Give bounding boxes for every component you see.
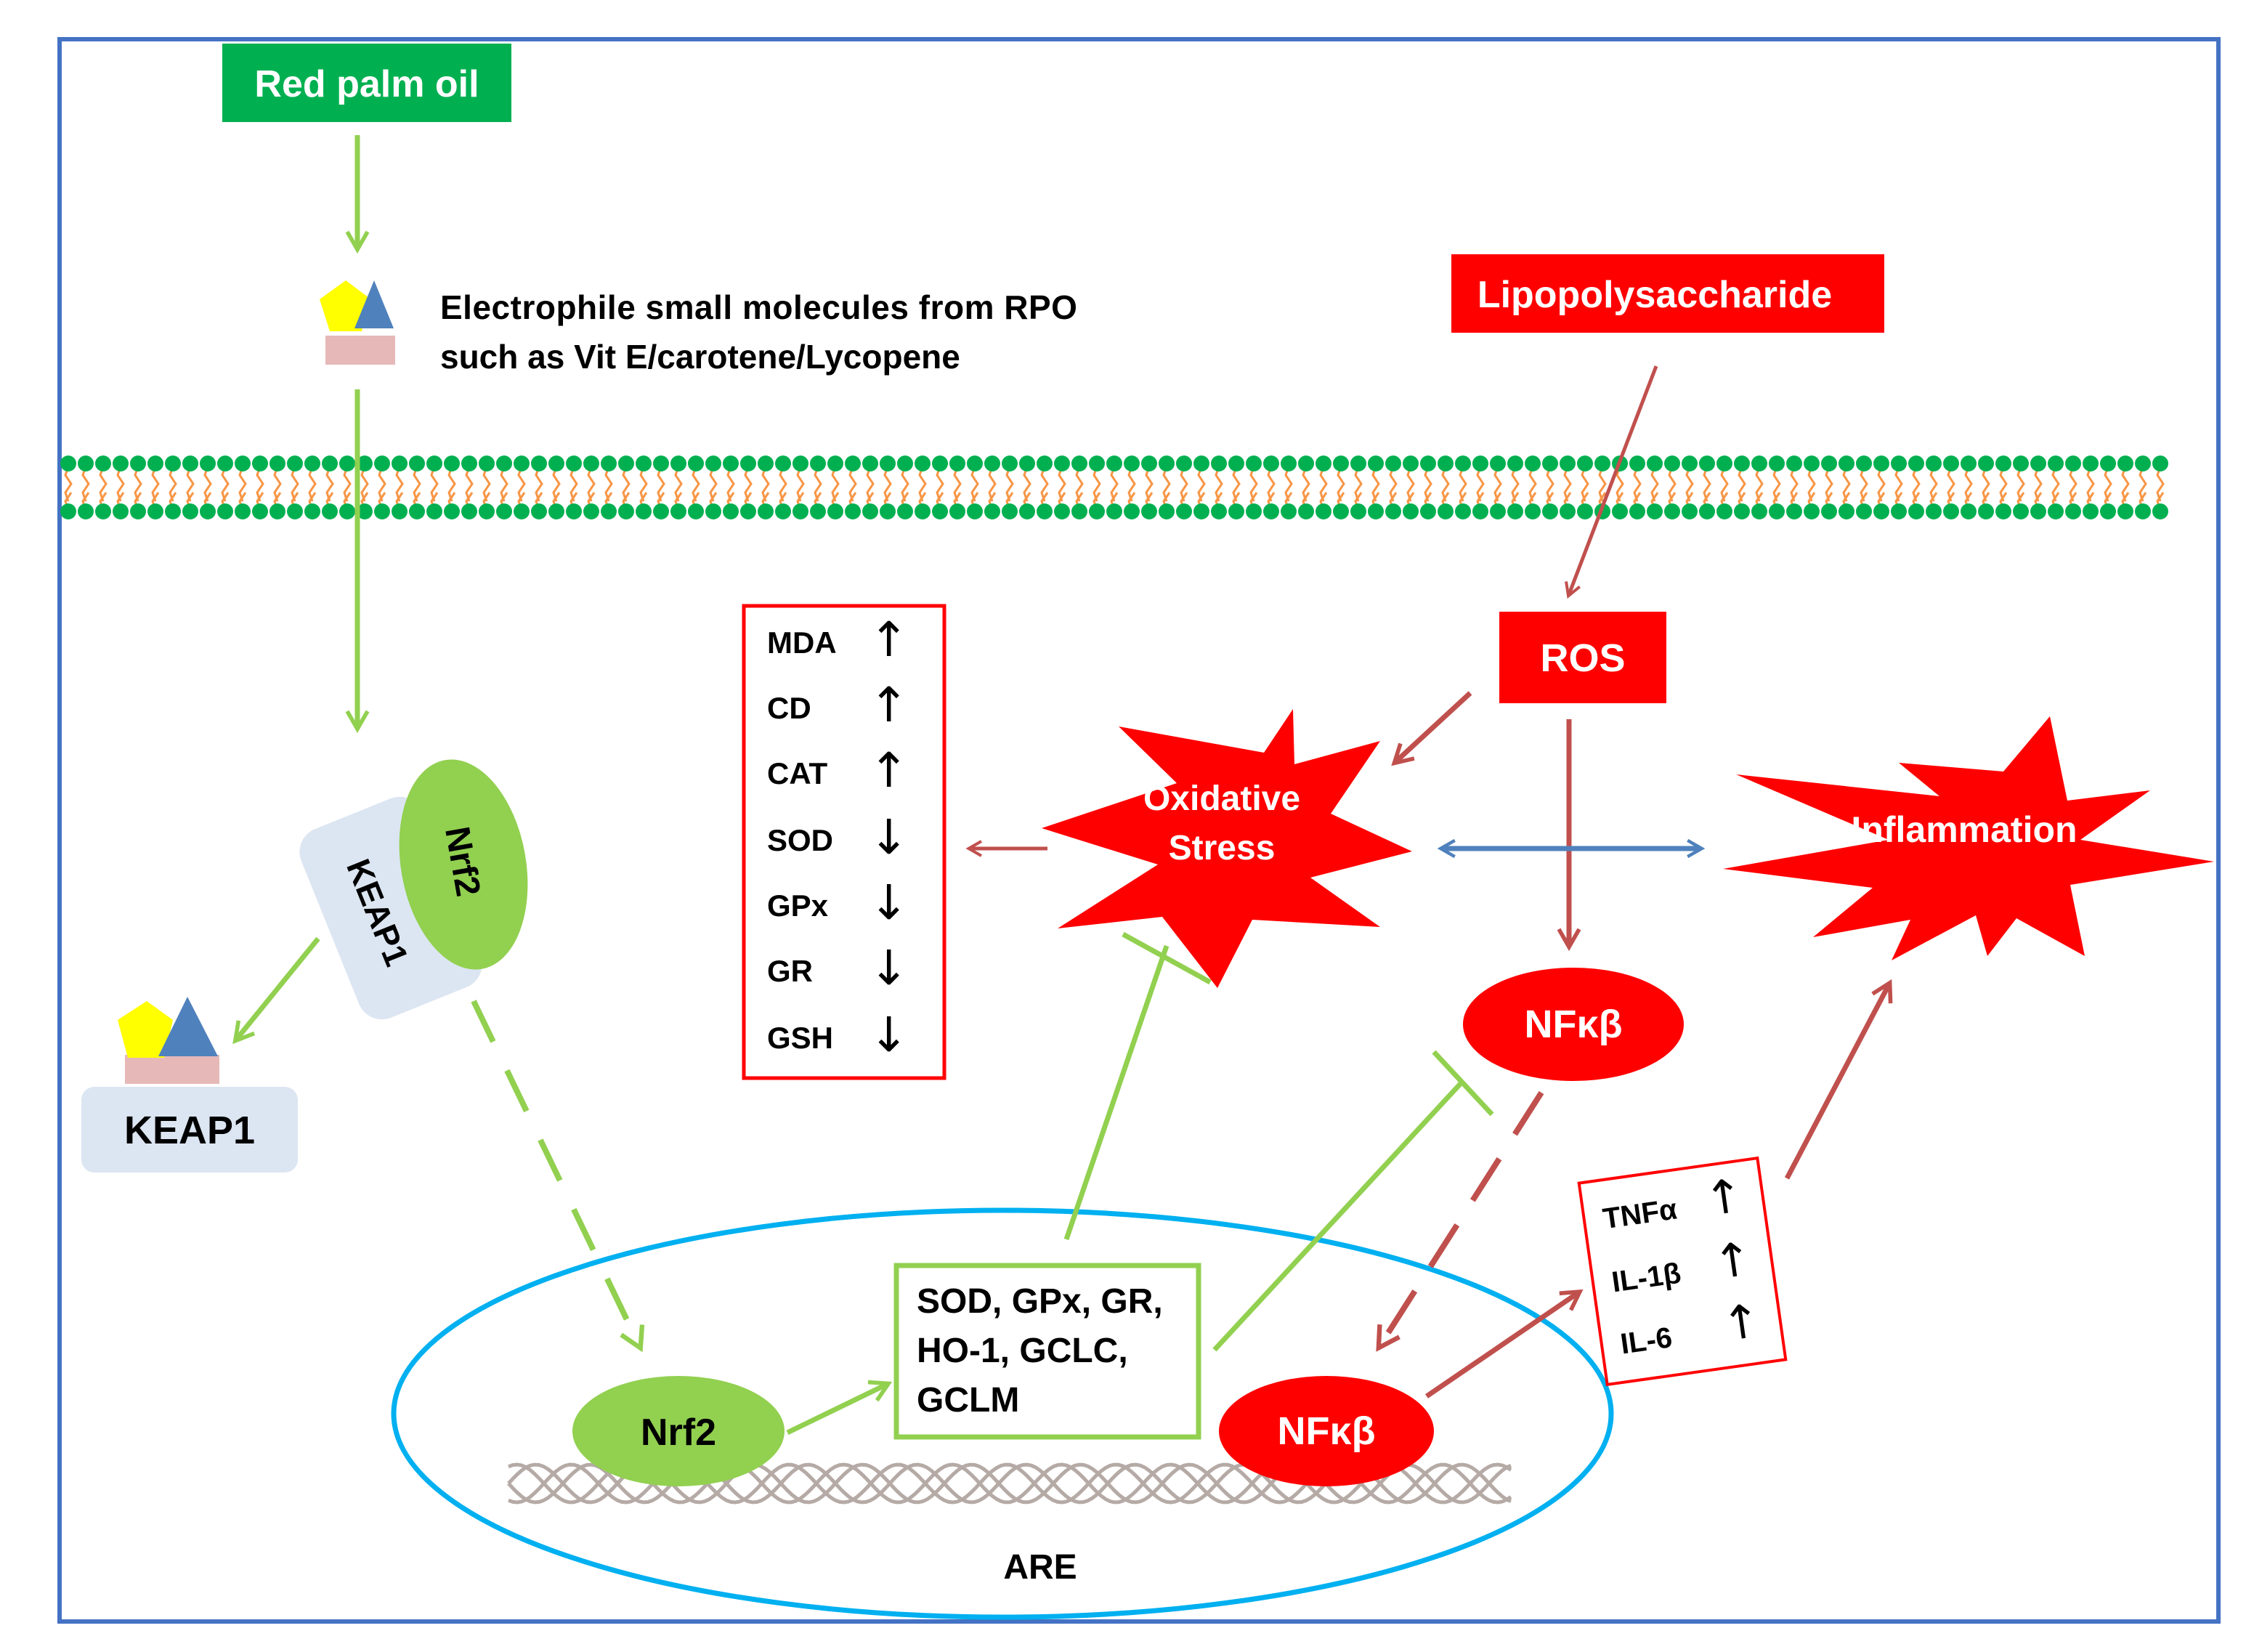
ros-box (1499, 612, 1666, 703)
inhibit-bar-nfkb (1432, 1050, 1494, 1117)
arrow-ros-to-oxidative (1391, 691, 1472, 766)
inflammation-label: Inflammation (1851, 809, 2077, 850)
nfkb-cytoplasm-shape (1463, 968, 1684, 1081)
arrow-cytokines-to-inflammation (1784, 979, 1893, 1180)
arrow-lps-to-ros (1565, 365, 1658, 599)
oxidative-stress-burst (1042, 709, 1412, 988)
ros-label: ROS (1540, 636, 1626, 680)
target-gene-line2: HO-1, GCLC, (917, 1332, 1128, 1370)
nrf2-nucleus-shape (572, 1376, 785, 1486)
cytokine-box (1577, 1156, 1788, 1387)
marker-name: SOD (767, 823, 834, 857)
marker-name: GPx (767, 888, 829, 923)
marker-box (742, 604, 946, 1080)
oxidative-stress-label-line1: Oxidative (1143, 780, 1301, 818)
cell-membrane (60, 455, 2168, 519)
marker-name: GR (767, 954, 813, 988)
arrow-nrf2-to-genes (786, 1380, 893, 1436)
nrf2-nucleus-label: Nrf2 (640, 1412, 717, 1454)
cytokine-name: IL-1β (1610, 1257, 1683, 1299)
arrow-down-icon: ↓ (869, 875, 909, 931)
arrow-up-icon: ↑ (1718, 1293, 1765, 1353)
cytokine-name: IL-6 (1618, 1321, 1674, 1361)
oxidative-stress-label-line2: Stress (1168, 829, 1276, 867)
lipopolysaccharide-label: Lipopolysaccharide (1477, 274, 1833, 316)
red-palm-oil-label: Red palm oil (254, 63, 479, 105)
keap1-nrf2-complex (299, 759, 528, 1020)
arrow-complex-to-keap1 (232, 936, 320, 1045)
arrow-down-icon: ↓ (869, 809, 909, 865)
arrow-down-icon: ↓ (869, 1007, 909, 1063)
cytokine-list: TNFα ↑ IL-1β ↑ IL-6 ↑ (1579, 1158, 1786, 1385)
arrow-nfkb-to-cytokines (1425, 1289, 1584, 1398)
outer-frame (57, 37, 2221, 1624)
marker-name: CD (767, 691, 811, 725)
inhibit-genes-oxidative (1063, 944, 1169, 1241)
keap1-free-label: KEAP1 (123, 1109, 256, 1152)
arrow-up-icon: ↑ (869, 612, 909, 668)
cytokine-name: TNFα (1600, 1193, 1679, 1236)
are-label: ARE (1003, 1548, 1077, 1587)
lipopolysaccharide-box (1451, 254, 1884, 333)
nfkb-cytoplasm-label: NFκβ (1524, 1003, 1623, 1046)
arrow-up-icon: ↑ (869, 677, 909, 733)
nucleus (391, 1207, 1614, 1620)
red-palm-oil-box (222, 44, 511, 122)
marker-name: CAT (767, 756, 828, 790)
inflammation-burst (1723, 716, 2214, 960)
inhibit-bar-oxidative (1122, 931, 1212, 985)
keap1-free-box (81, 1087, 298, 1173)
arrow-down-icon: ↓ (869, 940, 909, 996)
small-molecule-icon (320, 280, 395, 365)
arrow-nrf2-translocation (471, 1000, 645, 1353)
arrow-nfkb-translocation (1376, 1090, 1544, 1352)
nfkb-nucleus-label: NFκβ (1277, 1409, 1376, 1453)
nfkb-nucleus-shape (1219, 1376, 1434, 1486)
target-gene-box (893, 1263, 1201, 1440)
marker-name: GSH (767, 1021, 834, 1055)
nrf2-complex-shape (399, 759, 528, 970)
bound-molecule-icon (118, 997, 219, 1084)
electrophile-label-line2: such as Vit E/carotene/Lycopene (440, 338, 960, 376)
marker-name: MDA (767, 625, 837, 660)
arrow-up-icon: ↑ (1700, 1168, 1748, 1228)
target-gene-line3: GCLM (917, 1381, 1020, 1420)
arrow-up-icon: ↑ (1709, 1231, 1756, 1291)
arrow-up-icon: ↑ (869, 742, 909, 798)
target-gene-line1: SOD, GPx, GR, (917, 1282, 1163, 1321)
electrophile-label-line1: Electrophile small molecules from RPO (440, 288, 1078, 326)
inhibit-genes-nfkb (1212, 1079, 1465, 1352)
